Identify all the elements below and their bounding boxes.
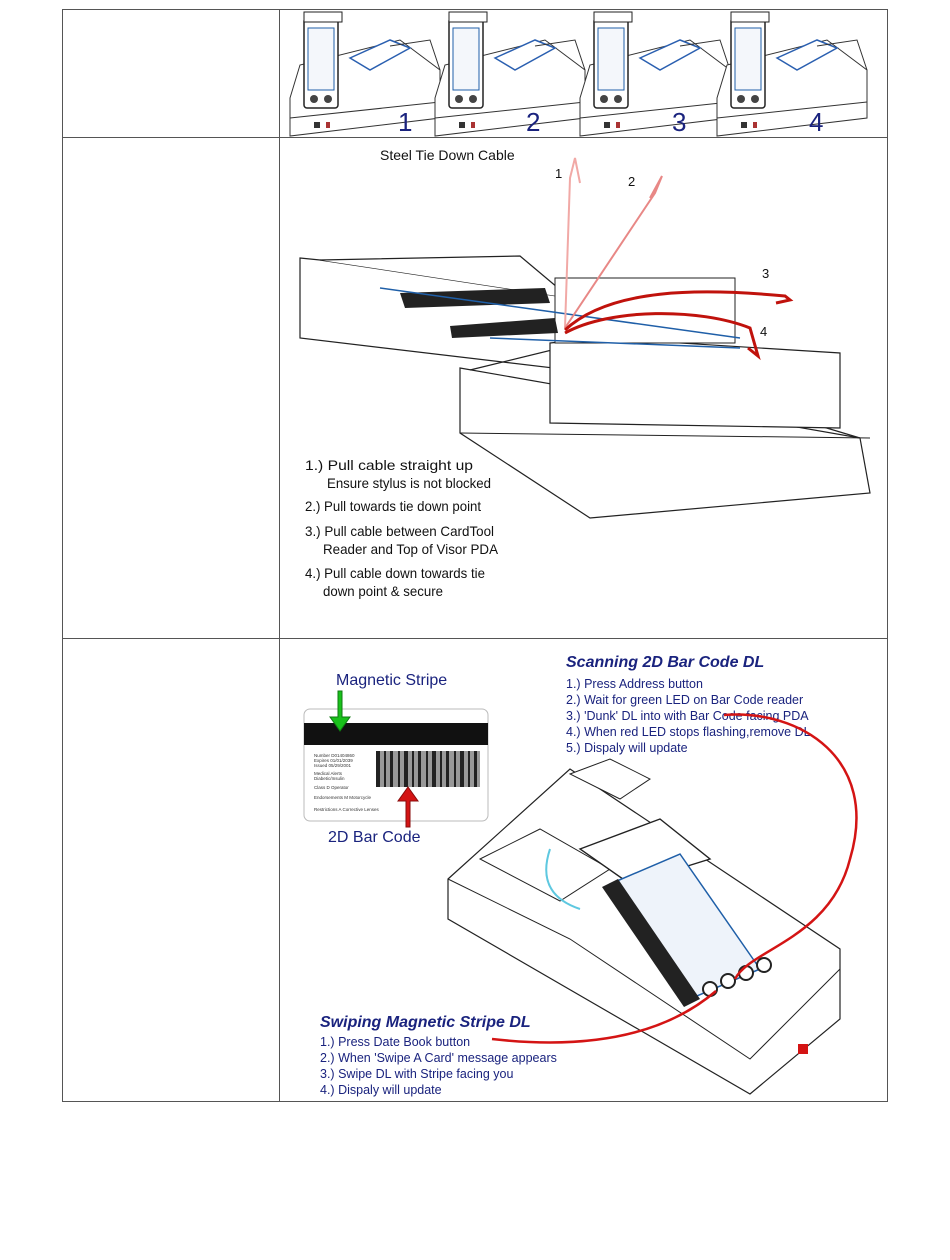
- svg-text:4.) When red LED stops flashin: 4.) When red LED stops flashing,remove D…: [566, 725, 811, 739]
- instruction-table: 1 2 3 4 Steel Tie Down Cable: [62, 9, 888, 1102]
- scan-swipe-cell: Magnetic Stripe Number D01404860 Expires…: [280, 639, 888, 1101]
- barcode-label: 2D Bar Code: [328, 829, 421, 846]
- card-field: Medical Alerts: [314, 771, 343, 776]
- card-field: Diabetic/Insulin: [314, 776, 345, 781]
- row-divider: [62, 137, 888, 138]
- card-field: Class D Operator: [314, 785, 349, 790]
- instruction-line: Ensure stylus is not blocked: [327, 475, 491, 491]
- tie-down-instructions: 1.) Pull cable straight up Ensure stylus…: [305, 457, 499, 599]
- stage-number: 1: [398, 107, 412, 137]
- card-field: Restrictions A Corrective Lenses: [314, 807, 380, 812]
- tie-down-cell: Steel Tie Down Cable 1 2 3 4: [280, 138, 888, 638]
- svg-text:1.) Press Date Book button: 1.) Press Date Book button: [320, 1035, 470, 1049]
- callout-number: 4: [760, 324, 767, 339]
- device-stage-4: [716, 11, 868, 137]
- magnetic-stripe-label: Magnetic Stripe: [336, 672, 447, 689]
- callout-number: 2: [628, 174, 635, 189]
- device-stage-2: [434, 11, 586, 137]
- instruction-line: down point & secure: [323, 583, 443, 599]
- callout-number: 3: [762, 266, 769, 281]
- drivers-license-card: Number D01404860 Expires 01/01/2039 Issu…: [303, 708, 489, 822]
- svg-text:3.) Swipe DL with Stripe facin: 3.) Swipe DL with Stripe facing you: [320, 1067, 513, 1081]
- device-stages-illustration: 1 2 3 4: [289, 11, 868, 137]
- instruction-line: Reader and Top of Visor PDA: [323, 541, 499, 557]
- tie-down-heading: Steel Tie Down Cable: [380, 147, 515, 163]
- cardtool-device: [447, 758, 841, 1095]
- scan-title: Scanning 2D Bar Code DL: [566, 654, 764, 671]
- device-stage-1: [289, 11, 441, 137]
- table-border-top: [62, 9, 888, 10]
- svg-text:3.) 'Dunk' DL into with Bar Co: 3.) 'Dunk' DL into with Bar Code facing …: [566, 709, 809, 723]
- swipe-steps: 1.) Press Date Book button 2.) When 'Swi…: [320, 1035, 557, 1097]
- stage-number: 4: [809, 107, 823, 137]
- tie-down-illustration: Steel Tie Down Cable 1 2 3 4: [299, 147, 871, 599]
- card-field: Number D01404860: [314, 753, 355, 758]
- svg-text:2.) When 'Swipe A Card' messag: 2.) When 'Swipe A Card' message appears: [320, 1051, 557, 1065]
- device-stage-3: [579, 11, 731, 137]
- svg-text:2.) Wait for green LED on Bar: 2.) Wait for green LED on Bar Code reade…: [566, 693, 803, 707]
- instruction-line: 2.) Pull towards tie down point: [305, 498, 481, 514]
- table-border-bottom: [62, 1101, 888, 1102]
- svg-text:1.) Press Address button: 1.) Press Address button: [566, 677, 703, 691]
- card-field: Endorsements M Motorcycle: [314, 795, 372, 800]
- callout-number: 1: [555, 166, 562, 181]
- column-divider: [279, 9, 280, 1102]
- scan-steps: 1.) Press Address button 2.) Wait for gr…: [566, 677, 811, 755]
- instruction-line: 1.) Pull cable straight up: [305, 457, 473, 473]
- instruction-line: 4.) Pull cable down towards tie: [305, 565, 485, 581]
- stage-number: 3: [672, 107, 686, 137]
- device-stages-cell: 1 2 3 4: [280, 10, 888, 137]
- swipe-title: Swiping Magnetic Stripe DL: [320, 1014, 531, 1031]
- card-field: Issued 05/29/2001: [314, 763, 352, 768]
- scan-pointer-line: [723, 713, 858, 980]
- green-arrow: [329, 690, 351, 732]
- stage-number: 2: [526, 107, 540, 137]
- card-field: Expires 01/01/2039: [314, 758, 353, 763]
- svg-text:4.) Dispaly will update: 4.) Dispaly will update: [320, 1083, 442, 1097]
- instruction-line: 3.) Pull cable between CardTool: [305, 523, 494, 539]
- scan-swipe-illustration: Magnetic Stripe Number D01404860 Expires…: [303, 654, 858, 1097]
- red-arrow: [397, 786, 419, 828]
- table-border-left: [62, 9, 63, 1102]
- swipe-pointer-line: [491, 990, 717, 1044]
- row-divider: [62, 638, 888, 639]
- svg-text:5.) Dispaly will update: 5.) Dispaly will update: [566, 741, 688, 755]
- table-border-right: [887, 9, 888, 1102]
